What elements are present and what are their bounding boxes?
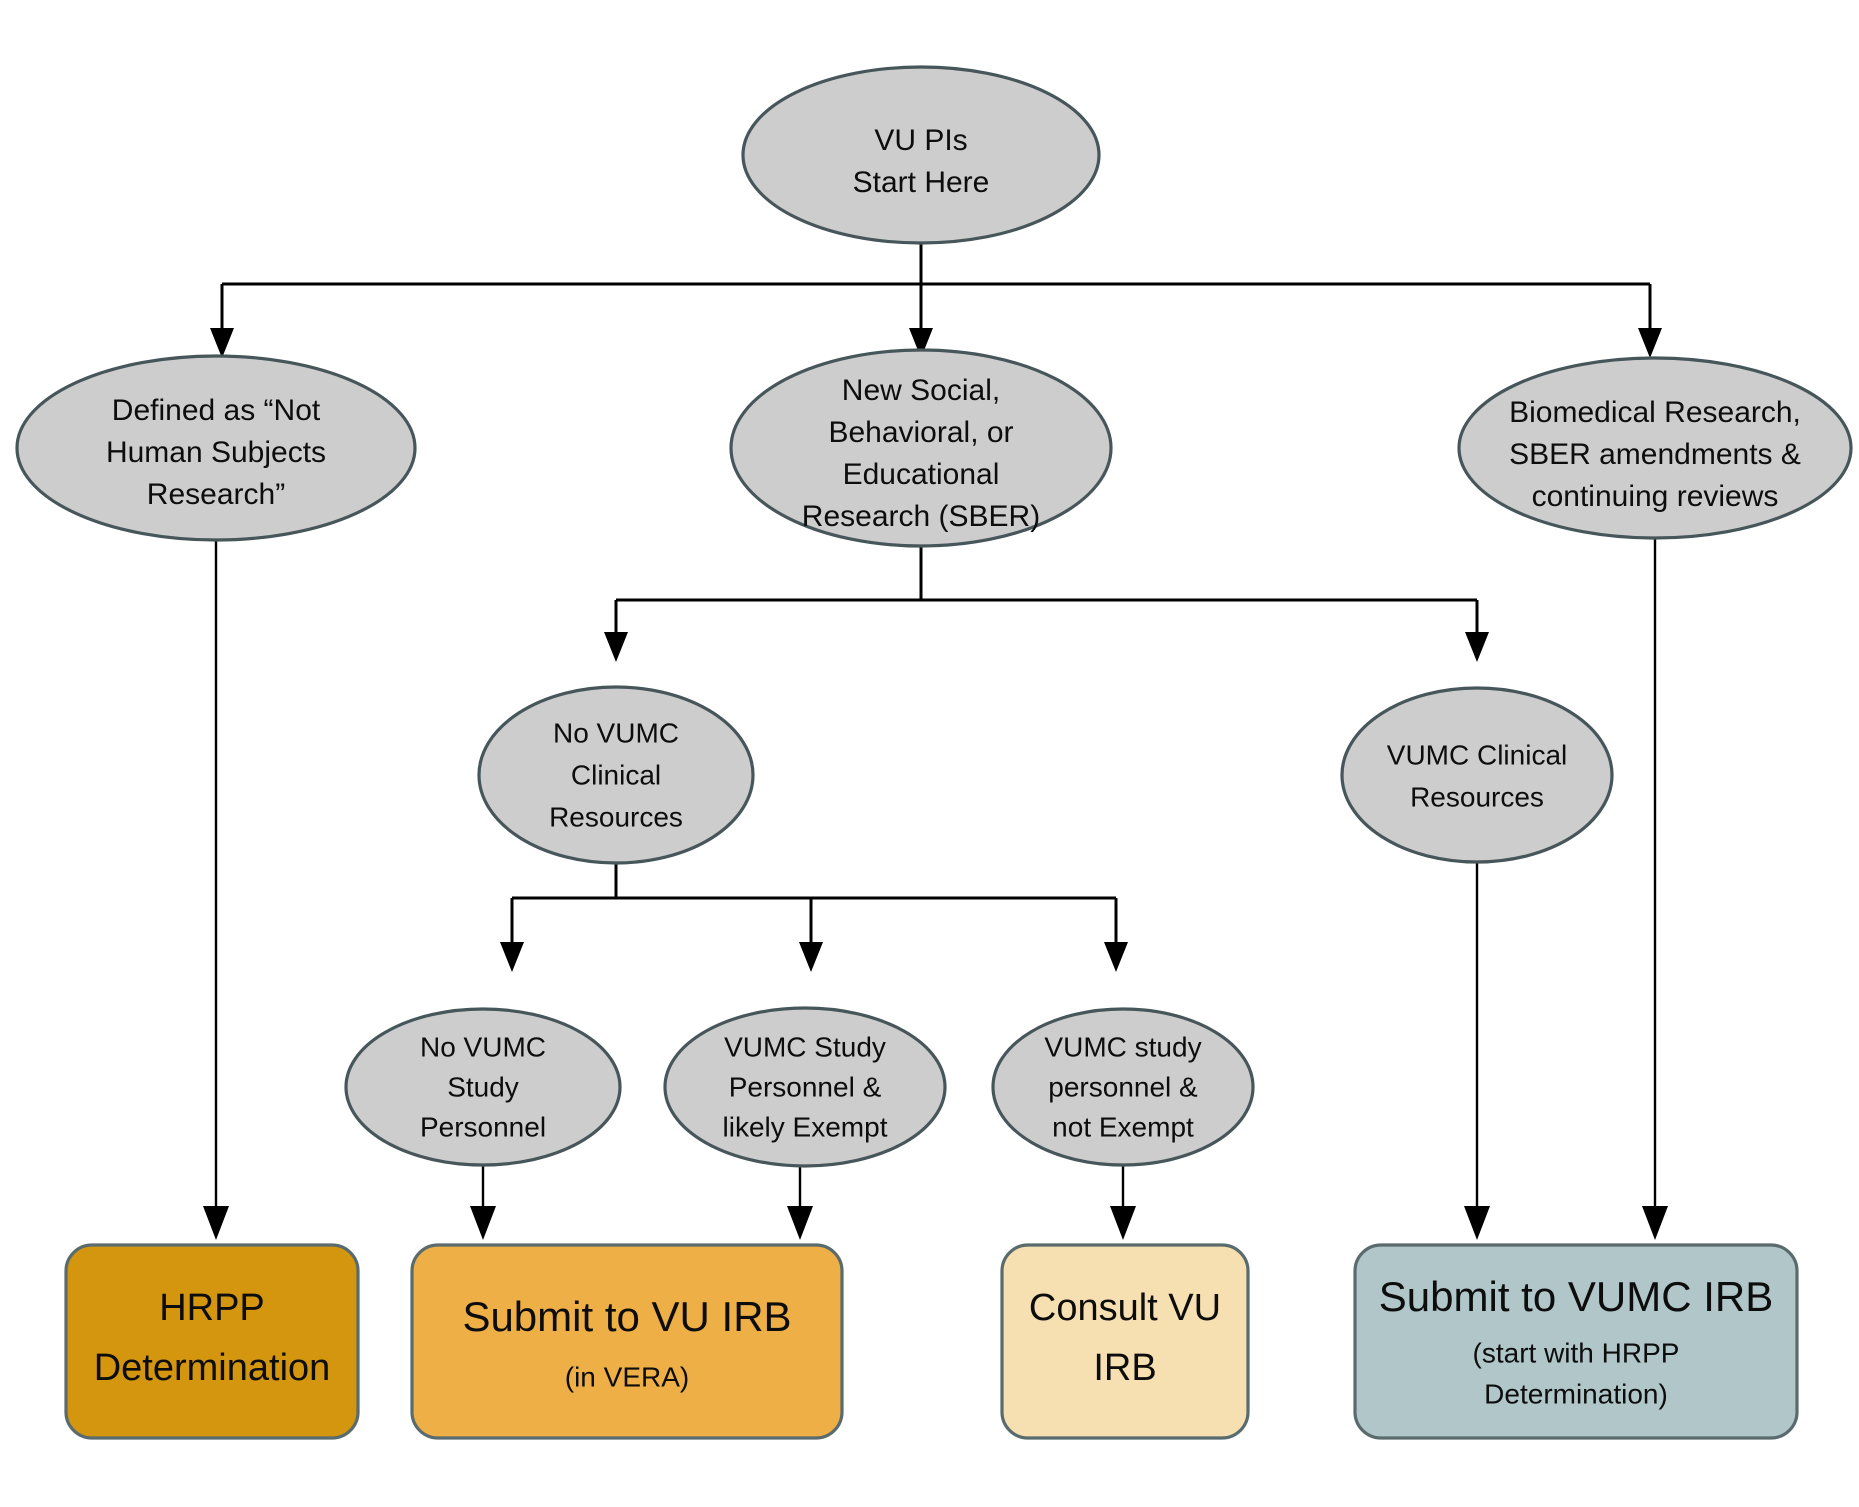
edge-start-to-row1 <box>210 222 1662 358</box>
node-label-line: Personnel & <box>729 1071 882 1102</box>
node-biomedical-research[interactable]: Biomedical Research, SBER amendments & c… <box>1457 356 1853 540</box>
edge-sber-to-row2 <box>604 536 1489 662</box>
arrowhead-icon <box>909 328 933 358</box>
node-sber[interactable]: New Social, Behavioral, or Educational R… <box>729 348 1113 548</box>
node-shape <box>1353 1243 1799 1440</box>
node-label-line: Consult VU <box>1029 1287 1221 1329</box>
node-vumc-clinical-resources[interactable]: VUMC Clinical Resources <box>1340 686 1614 864</box>
arrowhead-icon <box>470 1206 496 1240</box>
node-label-line: Clinical <box>571 759 661 790</box>
edge-novumcclinical-to-row3 <box>500 840 1128 972</box>
arrowhead-icon <box>210 328 234 358</box>
node-label-line: HRPP <box>159 1287 265 1329</box>
node-sublabel-line: (start with HRPP <box>1473 1337 1680 1368</box>
arrowhead-icon <box>1642 1206 1668 1240</box>
arrowhead-icon <box>799 942 823 972</box>
node-shape <box>477 685 755 865</box>
node-label-line: Educational <box>843 458 1000 491</box>
node-shape <box>15 354 417 542</box>
node-shape <box>663 1006 947 1168</box>
node-label-line: Defined as “Not <box>112 394 321 427</box>
node-not-human-subjects-research[interactable]: Defined as “Not Human Subjects Research” <box>15 354 417 542</box>
edge-biomedical-to-vumcirb <box>1642 500 1668 1240</box>
arrowhead-icon <box>1464 1206 1490 1240</box>
node-label-line: IRB <box>1093 1347 1156 1389</box>
node-no-vumc-clinical-resources[interactable]: No VUMC Clinical Resources <box>477 685 755 865</box>
edge-novumcpersonnel-to-vuirb <box>470 1158 496 1240</box>
node-label-line: personnel & <box>1048 1071 1198 1102</box>
arrowhead-icon <box>1638 328 1662 358</box>
node-label-line: Determination <box>94 1347 331 1389</box>
node-shape <box>344 1007 622 1167</box>
node-sublabel-line: (in VERA) <box>565 1361 689 1392</box>
connectors-layer <box>203 222 1668 1240</box>
edge-exempt-to-vuirb <box>787 1158 813 1240</box>
node-shape <box>1340 686 1614 864</box>
node-label-line: VUMC study <box>1044 1031 1201 1062</box>
node-submit-to-vu-irb[interactable]: Submit to VU IRB (in VERA) <box>410 1243 844 1440</box>
node-label-line: Research (SBER) <box>802 500 1040 533</box>
node-shape <box>729 348 1113 548</box>
node-sublabel-line: Determination) <box>1484 1378 1668 1409</box>
node-label-line: Biomedical Research, <box>1509 396 1801 429</box>
arrowhead-icon <box>203 1206 229 1240</box>
node-label-line: No VUMC <box>553 717 679 748</box>
node-shape <box>64 1243 360 1440</box>
arrowhead-icon <box>1110 1206 1136 1240</box>
node-label-line: Start Here <box>853 166 990 199</box>
node-label-line: Study <box>447 1071 519 1102</box>
node-label-line: SBER amendments & <box>1509 438 1801 471</box>
arrowhead-icon <box>1104 942 1128 972</box>
node-hrpp-determination[interactable]: HRPP Determination <box>64 1243 360 1440</box>
node-consult-vu-irb[interactable]: Consult VU IRB <box>1000 1243 1250 1440</box>
node-label-line: Human Subjects <box>106 436 326 469</box>
node-label-line: Submit to VU IRB <box>462 1293 791 1340</box>
node-no-vumc-study-personnel[interactable]: No VUMC Study Personnel <box>344 1007 622 1167</box>
arrowhead-icon <box>1465 632 1489 662</box>
node-label-line: Resources <box>1410 781 1544 812</box>
node-start[interactable]: VU PIs Start Here <box>741 65 1101 245</box>
node-label-line: continuing reviews <box>1532 480 1779 513</box>
edge-nhs-to-hrpp <box>203 500 229 1240</box>
node-label-line: VU PIs <box>874 124 967 157</box>
node-label-line: VUMC Clinical <box>1387 739 1567 770</box>
node-shape <box>1457 356 1853 540</box>
node-shape <box>741 65 1101 245</box>
node-label-line: Resources <box>549 801 683 832</box>
node-label-line: Personnel <box>420 1111 546 1142</box>
node-vumc-study-personnel-not-exempt[interactable]: VUMC study personnel & not Exempt <box>991 1007 1255 1167</box>
node-label-line: New Social, <box>842 374 1000 407</box>
node-label-line: VUMC Study <box>724 1031 886 1062</box>
node-label-line: likely Exempt <box>723 1111 888 1142</box>
node-shape <box>991 1007 1255 1167</box>
arrowhead-icon <box>500 942 524 972</box>
node-label-line: Behavioral, or <box>828 416 1013 449</box>
node-label-line: Submit to VUMC IRB <box>1379 1273 1773 1320</box>
node-label-line: Research” <box>147 478 285 511</box>
edge-vumcclinical-to-vumcirb <box>1464 862 1490 1240</box>
arrowhead-icon <box>604 632 628 662</box>
node-submit-to-vumc-irb[interactable]: Submit to VUMC IRB (start with HRPP Dete… <box>1353 1243 1799 1440</box>
node-shape <box>1000 1243 1250 1440</box>
node-shape <box>410 1243 844 1440</box>
edge-notexempt-to-consult <box>1110 1158 1136 1240</box>
node-label-line: No VUMC <box>420 1031 546 1062</box>
node-vumc-study-personnel-likely-exempt[interactable]: VUMC Study Personnel & likely Exempt <box>663 1006 947 1168</box>
arrowhead-icon <box>787 1206 813 1240</box>
node-label-line: not Exempt <box>1052 1111 1194 1142</box>
